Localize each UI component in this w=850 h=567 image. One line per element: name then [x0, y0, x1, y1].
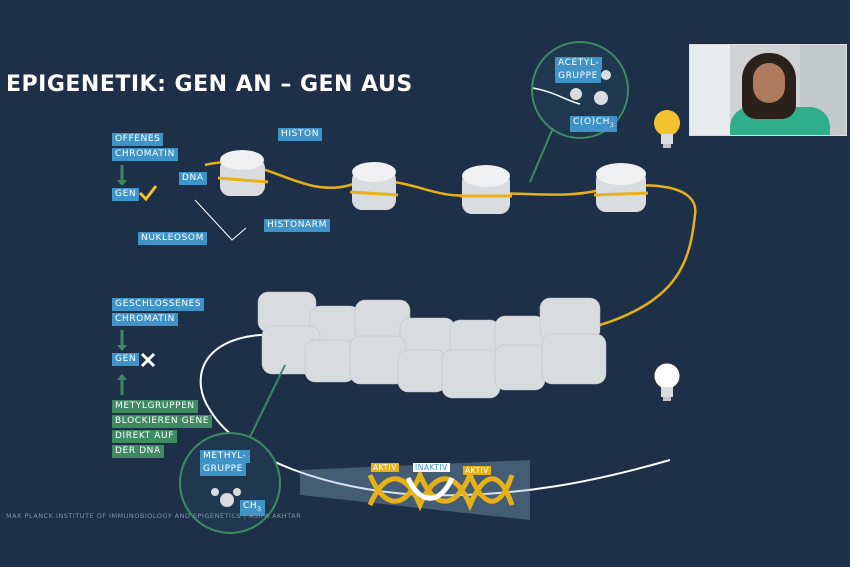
dna-helix: [367, 468, 515, 512]
nucleosome-bracket: [194, 199, 247, 241]
dna-state-inactive: INAKTIV: [413, 463, 450, 472]
cross-icon: [140, 352, 156, 368]
nucleosome-open-3: [460, 165, 512, 214]
nucleosome-label: NUKLEOSOM: [138, 232, 207, 245]
video-window-bg: [690, 45, 730, 135]
methyl-note-1: METYLGRUPPEN: [112, 400, 198, 413]
nucleosome-open-2: [349, 162, 399, 210]
dna-label: DNA: [179, 172, 207, 185]
closed-chromatin-label-1: GESCHLOSSENES: [112, 298, 205, 311]
lightbulb-on-icon: [654, 110, 680, 148]
methyl-note-3: DIREKT AUF: [112, 430, 178, 443]
open-chromatin-label-2: CHROMATIN: [112, 148, 178, 161]
slide-footer: MAX PLANCK INSTITUTE OF IMMUNOBIOLOGY AN…: [6, 512, 302, 520]
methyl-label-1: METHYL-: [200, 450, 250, 463]
methyl-note-2: BLOCKIEREN GENE: [112, 415, 213, 428]
methyl-note-4: DER DNA: [112, 445, 164, 458]
avatar-face: [753, 63, 785, 103]
methyl-zoom-circle: [179, 364, 286, 534]
lightbulb-off-icon: [653, 362, 681, 401]
acetyl-label-1: ACETYL-: [555, 57, 603, 70]
acetyl-label-2: GRUPPE: [555, 70, 601, 83]
dna-state-active-2: AKTIV: [463, 466, 491, 475]
dna-strand-open: [204, 160, 697, 327]
dna-state-active-1: AKTIV: [371, 463, 399, 472]
closed-chromatin-label-2: CHROMATIN: [112, 313, 178, 326]
nucleosome-open-4: [593, 163, 649, 212]
presenter-video[interactable]: [689, 44, 847, 136]
check-icon: [138, 185, 158, 202]
nucleosome-open-1: [217, 150, 269, 196]
closed-gene-label: GEN: [112, 353, 140, 366]
methyl-formula: CH3: [240, 500, 265, 516]
open-chromatin-label-1: OFFENES: [112, 133, 164, 146]
acetyl-formula: C(O)CH3: [570, 116, 618, 132]
slide-title: EPIGENETIK: GEN AN – GEN AUS: [6, 72, 413, 97]
histone-arm-label: HISTONARM: [264, 219, 331, 232]
methyl-label-2: GRUPPE: [200, 463, 246, 476]
closed-chromatin-cluster: [257, 291, 607, 399]
open-gene-label: GEN: [112, 188, 140, 201]
histone-label: HISTON: [278, 128, 323, 141]
